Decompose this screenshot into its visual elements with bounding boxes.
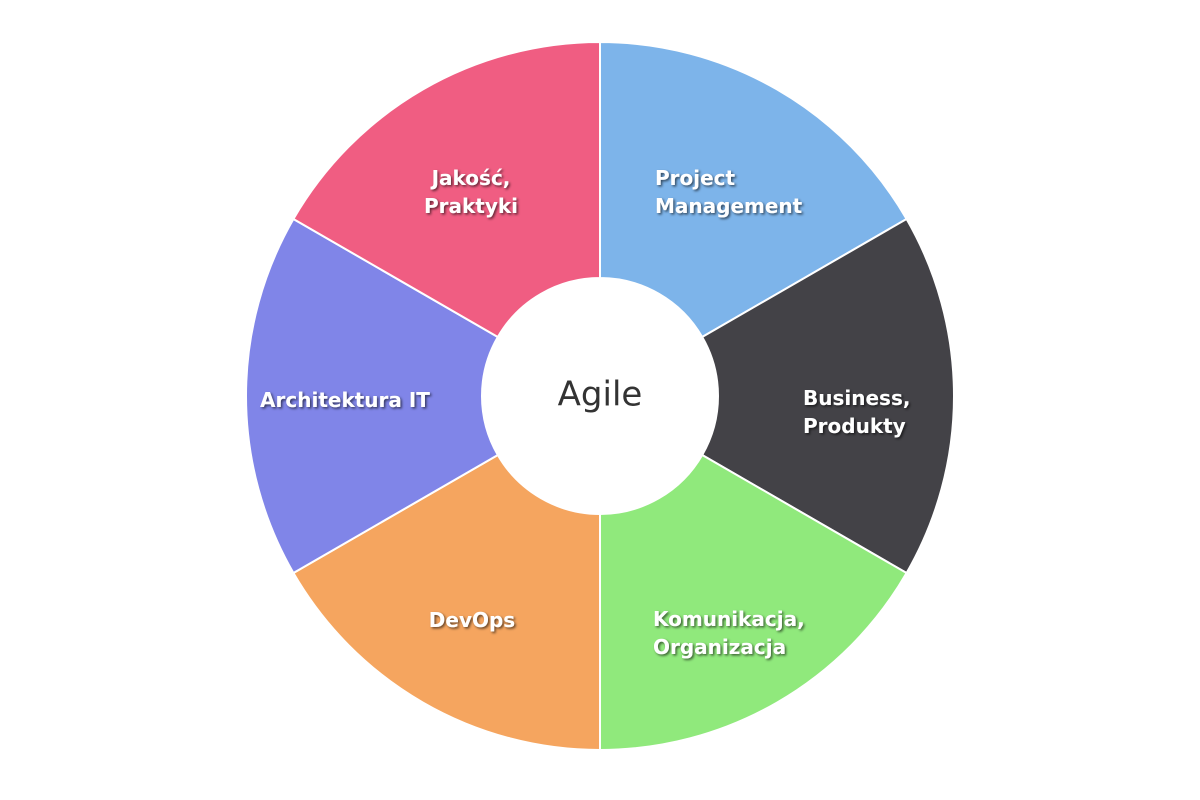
segment-label-line: Praktyki	[424, 194, 518, 218]
segment-label-line: Business,	[803, 386, 910, 410]
segment-label-line: Architektura IT	[260, 388, 430, 412]
segment-label-business-produkty: Business, Produkty	[803, 386, 910, 438]
segment-label-line: Project	[655, 166, 736, 190]
segments-layer	[245, 40, 955, 752]
segment-label-line: Komunikacja,	[653, 607, 805, 631]
center-label: Agile	[558, 375, 643, 415]
segment-label-line: Management	[655, 194, 803, 218]
segment-label-line: Produkty	[803, 414, 906, 438]
segment-label-architektura-it: Architektura IT	[260, 388, 430, 412]
center-circle	[482, 278, 718, 514]
segment-label-line: DevOps	[429, 608, 515, 632]
segment-label-devops: DevOps	[429, 608, 515, 632]
segment-label-line: Organizacja	[653, 635, 786, 659]
segment-label-line: Jakość,	[430, 166, 511, 190]
segment-label-komunikacja-organizacja: Komunikacja, Organizacja	[653, 607, 805, 659]
segment-label-jakosc-praktyki: Jakość, Praktyki	[424, 166, 518, 218]
